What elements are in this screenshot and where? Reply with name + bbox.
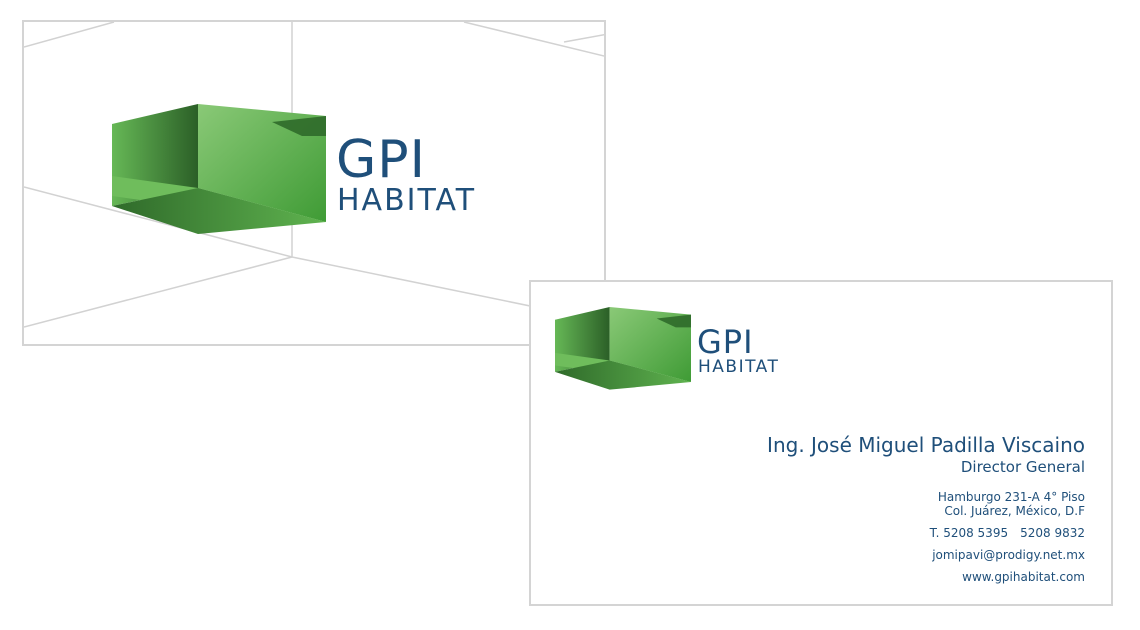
business-card-front: GPI HABITAT: [22, 20, 606, 346]
phone-1: T. 5208 5395: [929, 526, 1009, 540]
brand-name: GPI: [336, 130, 426, 190]
contact-block: Ing. José Miguel Padilla Viscaino Direct…: [767, 432, 1085, 584]
brand-subname: HABITAT: [337, 183, 477, 218]
address-line-2: Col. Juárez, México, D.F: [944, 504, 1085, 518]
website: www.gpihabitat.com: [962, 570, 1085, 584]
contact-role: Director General: [960, 458, 1085, 476]
contact-name: Ing. José Miguel Padilla Viscaino: [767, 433, 1085, 457]
address-block: Hamburgo 231-A 4° Piso Col. Juárez, Méxi…: [767, 490, 1085, 518]
phone-2: 5208 9832: [1020, 526, 1085, 540]
brand-subname: HABITAT: [698, 357, 780, 377]
brand-name: GPI: [697, 323, 754, 361]
address-line-1: Hamburgo 231-A 4° Piso: [937, 490, 1085, 504]
phone-numbers: T. 5208 5395 5208 9832: [767, 526, 1085, 540]
gpi-habitat-logo: [112, 104, 326, 234]
gpi-habitat-logo-small: [555, 307, 691, 390]
email-address: jomipavi@prodigy.net.mx: [932, 548, 1085, 562]
business-card-back: GPI HABITAT Ing. José Miguel Padilla Vis…: [529, 280, 1113, 606]
